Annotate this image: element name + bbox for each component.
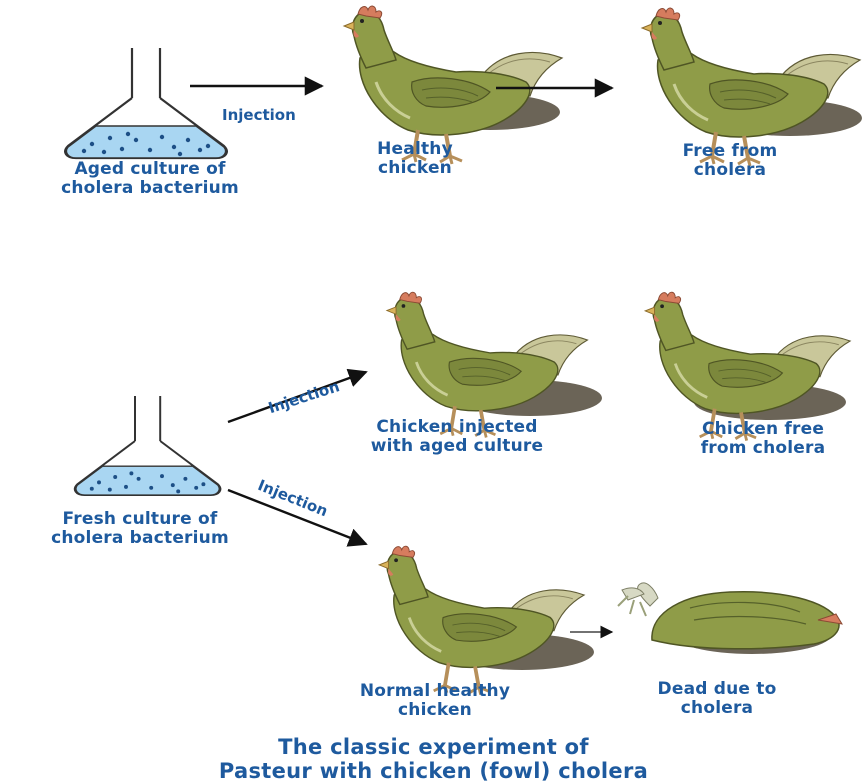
- chicken-injected-label: Chicken injected with aged culture: [352, 418, 562, 456]
- aged-culture-flask-icon: [65, 48, 227, 158]
- fresh-culture-label: Fresh culture of cholera bacterium: [20, 510, 260, 548]
- dead-due-to-cholera-label: Dead due to cholera: [632, 680, 802, 718]
- chicken-icon: [379, 546, 594, 694]
- healthy-chicken-label: Healthy chicken: [350, 140, 480, 178]
- injection-label: Injection: [222, 106, 296, 124]
- chicken-free-label: Chicken free from cholera: [668, 420, 858, 458]
- normal-healthy-chicken-label: Normal healthy chicken: [340, 682, 530, 720]
- chicken-icon: [387, 292, 602, 437]
- free-from-cholera-label: Free from cholera: [670, 142, 790, 180]
- aged-culture-label: Aged culture of cholera bacterium: [30, 160, 270, 198]
- fresh-culture-flask-icon: [75, 396, 220, 495]
- figure-caption: The classic experiment of Pasteur with c…: [0, 735, 867, 781]
- dead-chicken-icon: [618, 583, 842, 654]
